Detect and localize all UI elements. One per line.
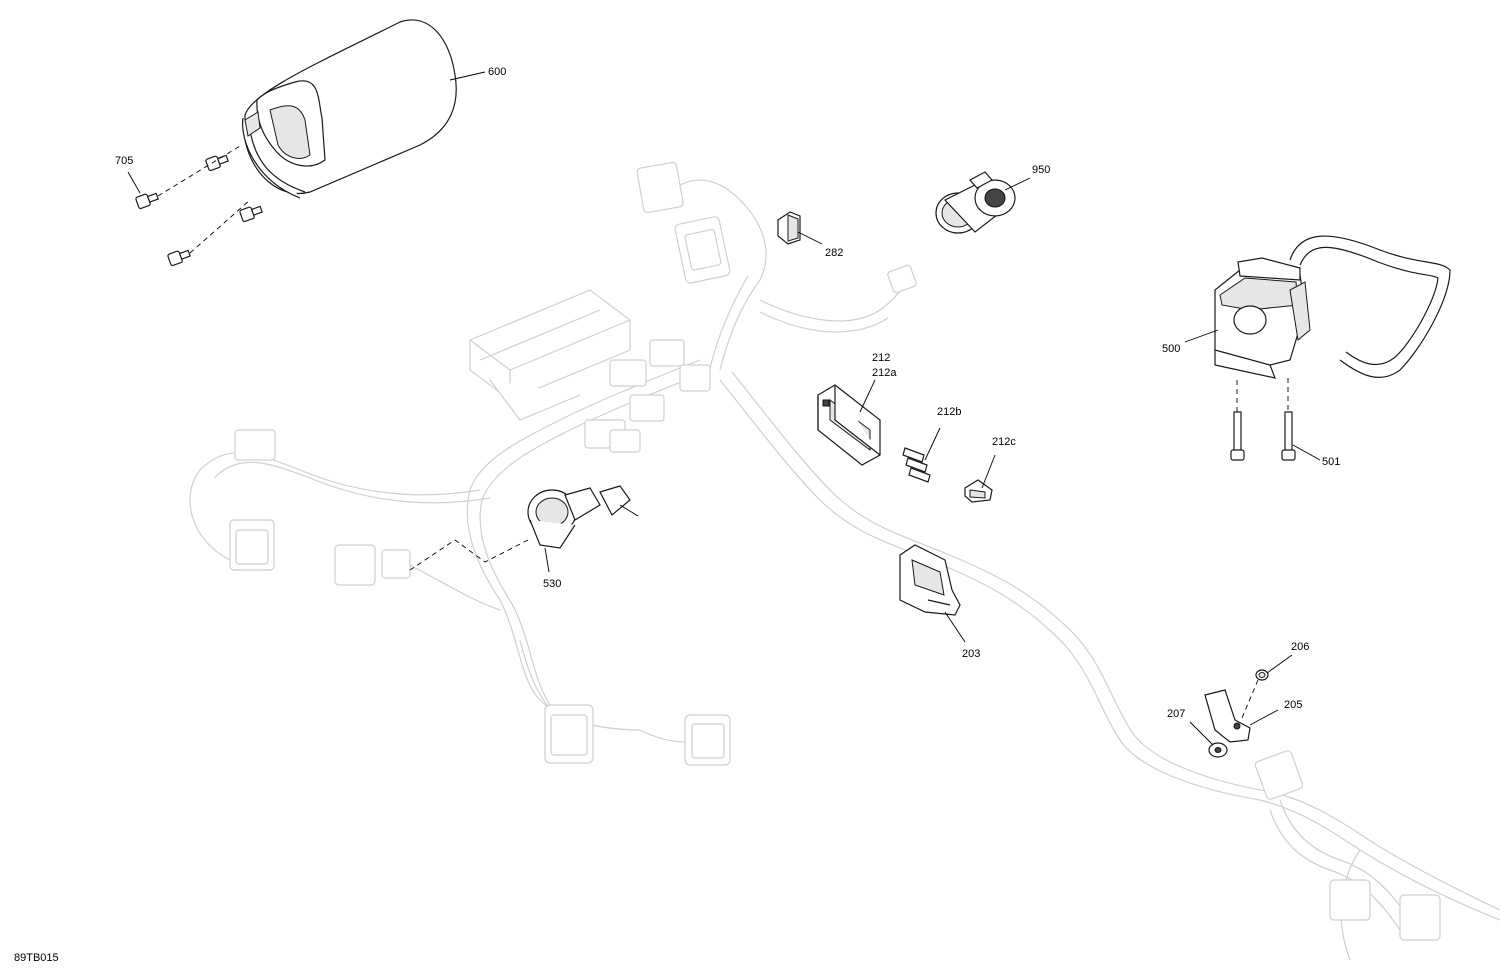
- gauge-cluster-600: [242, 19, 457, 199]
- clamp-205: [1204, 689, 1251, 743]
- handlebar-switch-500: [1214, 235, 1451, 412]
- washer-207: [1208, 742, 1228, 758]
- callout-labels: 600 705 950 282 500 501 212 212a 212b 21…: [14, 66, 1340, 964]
- callout-501: 501: [1322, 456, 1340, 468]
- callout-212c: 212c: [992, 436, 1016, 448]
- bracket-203: [899, 544, 961, 616]
- screws-705: [135, 145, 263, 267]
- callout-203: 203: [962, 648, 980, 660]
- callout-950: 950: [1032, 164, 1050, 176]
- wiring-harness-ghost: [189, 161, 1500, 961]
- screw-705-a: [135, 192, 159, 210]
- callout-600: 600: [488, 66, 506, 78]
- seal-212c: [964, 479, 993, 503]
- diagram-id: 89TB015: [14, 952, 59, 964]
- callout-500: 500: [1162, 343, 1180, 355]
- screw-705-b: [167, 249, 191, 267]
- terminals-212b: [902, 447, 931, 483]
- screw-705-c: [205, 154, 229, 172]
- leader-lines: [127, 71, 1321, 746]
- clip-282: [777, 211, 801, 245]
- callout-212: 212: [872, 352, 890, 364]
- screw-206-axis: [1241, 679, 1259, 719]
- callout-705: 705: [115, 155, 133, 167]
- callout-205: 205: [1284, 699, 1302, 711]
- screw-206: [1255, 669, 1269, 681]
- callout-212b: 212b: [937, 406, 961, 418]
- ignition-leader-dash: [409, 539, 529, 571]
- connector-212: [817, 384, 881, 466]
- callout-530: 530: [543, 578, 561, 590]
- power-outlet-950: [935, 171, 1016, 234]
- callout-212a: 212a: [872, 367, 897, 379]
- callout-206: 206: [1291, 641, 1309, 653]
- bolts-501: [1230, 411, 1296, 461]
- callout-207: 207: [1167, 708, 1185, 720]
- ignition-switch-530: [527, 485, 639, 549]
- screw-705-d: [239, 205, 263, 223]
- callout-282: 282: [825, 247, 843, 259]
